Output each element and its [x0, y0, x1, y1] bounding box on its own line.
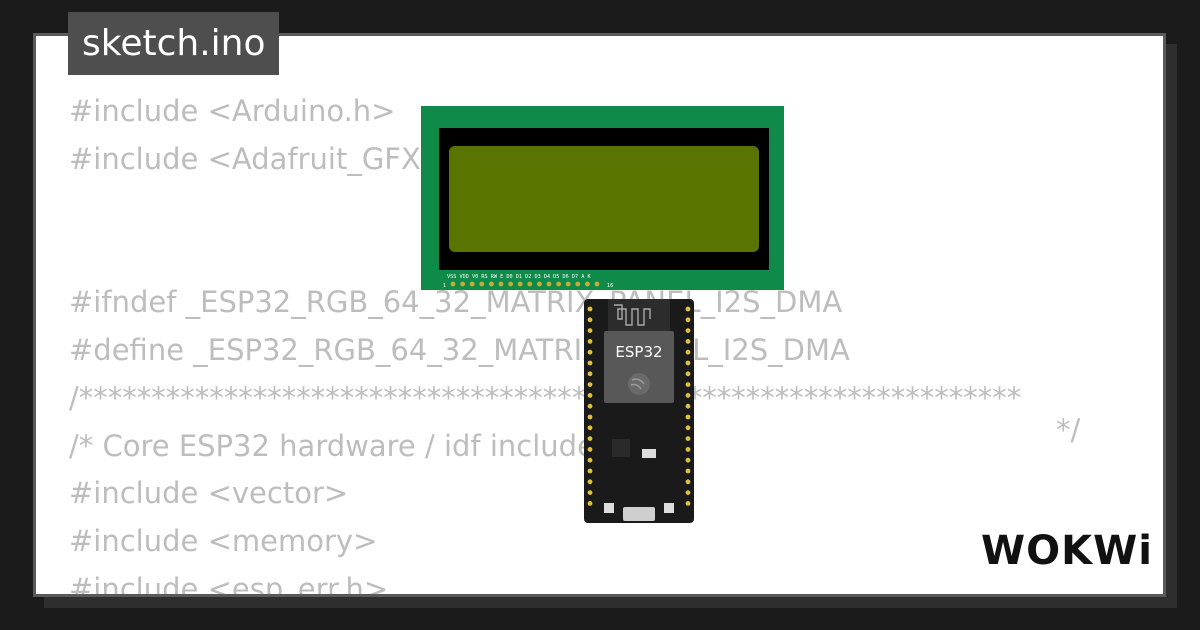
esp32-pin — [685, 501, 691, 506]
esp32-pin — [587, 349, 593, 355]
esp32-pin — [587, 403, 593, 409]
lcd-pin — [450, 281, 456, 287]
code-line: #include <vector> — [69, 476, 349, 511]
code-line: #include <esp_err.h> — [69, 571, 389, 597]
espressif-logo-mark-icon — [630, 378, 645, 390]
preview-card: #include <Arduino.h>#include <Adafruit_G… — [33, 33, 1166, 597]
esp32-devkit[interactable]: ESP32 — [584, 299, 694, 523]
boot-button[interactable] — [604, 503, 614, 513]
esp32-pin — [587, 306, 593, 312]
esp32-pin — [685, 403, 691, 409]
lcd-pin — [498, 281, 504, 287]
esp32-pin — [685, 425, 691, 431]
esp32-pin — [587, 436, 593, 441]
lcd-pin — [556, 281, 561, 287]
esp32-pin — [685, 317, 691, 323]
esp32-pin — [587, 382, 593, 387]
file-tab[interactable]: sketch.ino — [68, 12, 280, 75]
reset-button[interactable] — [664, 503, 674, 513]
lcd-pin — [585, 281, 590, 287]
esp32-pin — [587, 468, 593, 474]
esp32-pin — [685, 447, 691, 452]
file-tab-label: sketch.ino — [82, 23, 266, 64]
code-line: #include <Arduino.h> — [69, 94, 396, 128]
esp32-pin — [587, 457, 593, 463]
code-editor: #include <Arduino.h>#include <Adafruit_G… — [69, 88, 1022, 597]
lcd-pin — [508, 281, 513, 287]
esp32-pin — [685, 414, 691, 420]
esp32-pin — [587, 479, 593, 485]
lcd-pin — [489, 281, 494, 287]
esp32-pin — [587, 328, 593, 333]
esp32-pin — [685, 393, 691, 398]
esp32-pin — [587, 371, 593, 377]
esp32-pin — [587, 339, 593, 344]
lcd-pin — [537, 281, 542, 287]
lcd-pin — [546, 281, 552, 287]
lcd-pin-last: 16 — [607, 283, 613, 289]
lcd-pin — [469, 281, 475, 287]
esp32-pin-headers — [587, 306, 691, 506]
lcd-pin-labels: VSS VDD V0 RS RW E D0 D1 D2 D3 D4 D5 D6 … — [447, 274, 592, 280]
esp32-module — [604, 331, 674, 403]
esp32-pin — [685, 457, 691, 463]
code-line: #define _ESP32_RGB_64_32_MATRIX_PANEL_I2… — [69, 332, 850, 367]
esp32-pin — [587, 317, 593, 323]
lcd-pin — [575, 281, 581, 287]
esp32-pin — [587, 393, 593, 398]
lcd-pin — [527, 281, 533, 287]
lcd-pin-header — [450, 281, 600, 287]
esp32-pin — [587, 425, 593, 431]
esp32-usb-chip — [612, 439, 630, 457]
esp32-pin — [685, 349, 691, 355]
wokwi-logo-text: WOKWi — [981, 528, 1153, 574]
esp32-pin — [587, 447, 593, 452]
esp32-pin — [685, 382, 691, 387]
code-line: #ifndef _ESP32_RGB_64_32_MATRIX_PANEL_I2… — [69, 285, 843, 320]
esp32-pin — [685, 490, 691, 495]
esp32-pin — [587, 501, 593, 506]
lcd-display[interactable]: VSS VDD V0 RS RW E D0 D1 D2 D3 D4 D5 D6 … — [421, 106, 784, 290]
esp32-pin — [685, 306, 691, 312]
esp32-pin — [685, 436, 691, 441]
espressif-logo-icon — [628, 373, 650, 395]
lcd-pin — [460, 281, 465, 287]
esp32-pin — [685, 371, 691, 377]
esp32-pin — [685, 479, 691, 485]
lcd-screen — [449, 146, 759, 252]
code-line: /* Core ESP32 hardware / idf includes! — [69, 428, 622, 463]
esp32-pin — [685, 339, 691, 344]
micro-usb-port[interactable] — [623, 507, 655, 521]
esp32-pin — [587, 414, 593, 420]
lcd-pin — [479, 281, 485, 287]
esp32-pin — [587, 490, 593, 495]
esp32-pin — [587, 360, 593, 366]
lcd-pin — [517, 281, 523, 287]
esp32-pin — [685, 360, 691, 366]
code-line: /***************************************… — [69, 380, 1022, 415]
wokwi-logo: WOKWi — [981, 528, 1153, 574]
esp32-chip-label: ESP32 — [615, 343, 662, 361]
lcd-pin-first: 1 — [443, 283, 446, 289]
esp32-pin — [685, 468, 691, 474]
comment-end: */ — [1056, 413, 1081, 447]
code-line: #include <memory> — [69, 524, 378, 559]
lcd-pin — [594, 281, 600, 287]
antenna-trace-icon — [614, 304, 651, 326]
lcd-pin — [565, 281, 571, 287]
esp32-pin — [685, 328, 691, 333]
esp32-capacitor — [642, 449, 656, 458]
esp32-antenna — [608, 299, 670, 331]
